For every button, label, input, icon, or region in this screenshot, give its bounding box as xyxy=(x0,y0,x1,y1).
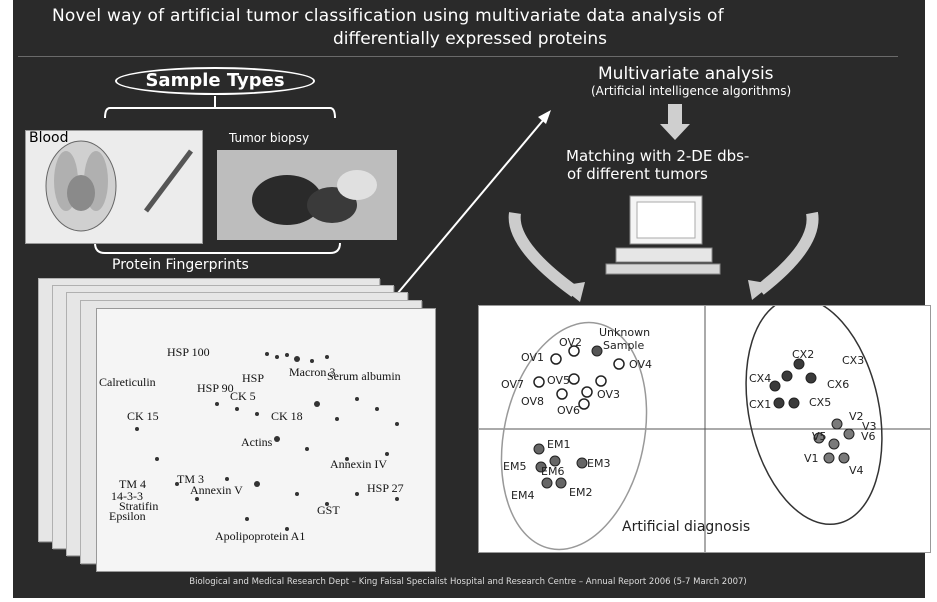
gel-label-ck5: CK 5 xyxy=(230,389,256,403)
v-label: V3 xyxy=(862,420,877,433)
gel-label-hsp90: HSP 90 xyxy=(197,381,234,395)
cx-label: CX5 xyxy=(809,396,832,409)
cx-label: CX2 xyxy=(792,348,815,361)
unknown-sample-line1: Unknown xyxy=(599,326,651,339)
cx-label: CX3 xyxy=(842,354,865,367)
cx-label: CX1 xyxy=(749,398,772,411)
gel-label-epsilon: Epsilon xyxy=(109,509,146,523)
v-label: V4 xyxy=(849,464,864,477)
gel-label-annexin-iv: Annexin IV xyxy=(330,457,387,471)
em-label: EM4 xyxy=(511,489,535,502)
ov-label: OV7 xyxy=(501,378,524,391)
multivariate-subtitle: (Artificial intelligence algorithms) xyxy=(591,84,792,98)
matching-line2: of different tumors xyxy=(567,165,708,183)
title-divider xyxy=(18,56,898,57)
sample-types-label: Sample Types xyxy=(145,70,285,91)
gel-label-serum-albumin: Serum albumin xyxy=(327,369,401,383)
gel-label-hsp: HSP xyxy=(242,371,265,385)
tumor-biopsy-label: Tumor biopsy xyxy=(229,131,310,145)
ov-label: OV1 xyxy=(521,351,544,364)
em-label: EM5 xyxy=(503,460,527,473)
gel-label-tm3: TM 3 xyxy=(177,472,204,486)
cx-label: CX6 xyxy=(827,378,850,391)
v-label: V6 xyxy=(861,430,876,443)
v-label: V2 xyxy=(849,410,864,423)
tumor-biopsy-image xyxy=(217,150,397,240)
ov-label: OV4 xyxy=(629,358,652,371)
gel-label-apolipoprotein: Apolipoprotein A1 xyxy=(215,529,306,543)
gel-label-14-3-3: 14-3-3 xyxy=(111,489,143,503)
em-label: EM3 xyxy=(587,457,611,470)
blood-label: Blood xyxy=(29,130,69,146)
em-label: EM1 xyxy=(547,438,571,451)
gel-label-hsp27: HSP 27 xyxy=(367,481,404,495)
gel-label-calreticulin: Calreticulin xyxy=(99,375,156,389)
ov-label: OV5 xyxy=(547,374,570,387)
gel-2de-main: HSP 100 Macron 3 Serum albumin Calreticu… xyxy=(96,308,436,572)
gel-label-tm4: TM 4 xyxy=(119,477,146,491)
em-label: EM2 xyxy=(569,486,593,499)
em-label: EM6 xyxy=(541,465,565,478)
gel-label-stratifin: Stratifin xyxy=(119,499,159,513)
blood-organs-image xyxy=(25,130,203,244)
slide-title-line1: Novel way of artificial tumor classifica… xyxy=(52,6,724,26)
protein-fingerprints-label: Protein Fingerprints xyxy=(112,257,249,273)
gel-label-ck15: CK 15 xyxy=(127,409,159,423)
footer-credit: Biological and Medical Research Dept – K… xyxy=(189,577,747,587)
unknown-sample-line2: Sample xyxy=(603,339,645,352)
sample-types-oval xyxy=(115,67,315,95)
multivariate-title: Multivariate analysis xyxy=(598,64,774,84)
gel-label-macron3: Macron 3 xyxy=(289,365,336,379)
slide-title-line2: differentially expressed proteins xyxy=(333,29,607,49)
gel-label-hsp100: HSP 100 xyxy=(167,345,210,359)
v-label: V5 xyxy=(812,430,827,443)
artificial-diagnosis-label: Artificial diagnosis xyxy=(622,519,751,535)
ov-label: OV8 xyxy=(521,395,544,408)
cx-label: CX4 xyxy=(749,372,772,385)
gel-label-ck18: CK 18 xyxy=(271,409,303,423)
gel-label-gst: GST xyxy=(317,503,340,517)
v-label: V1 xyxy=(804,452,819,465)
gel-label-actins: Actins xyxy=(241,435,273,449)
ov-label: OV6 xyxy=(557,404,580,417)
ov-label: OV2 xyxy=(559,336,582,349)
matching-line1: Matching with 2-DE dbs- xyxy=(566,147,750,165)
gel-label-annexin-v: Annexin V xyxy=(190,483,243,497)
ov-label: OV3 xyxy=(597,388,620,401)
classification-plot: Unknown Sample OV2 OV1 OV4 OV7 OV5 OV3 O… xyxy=(478,305,931,553)
